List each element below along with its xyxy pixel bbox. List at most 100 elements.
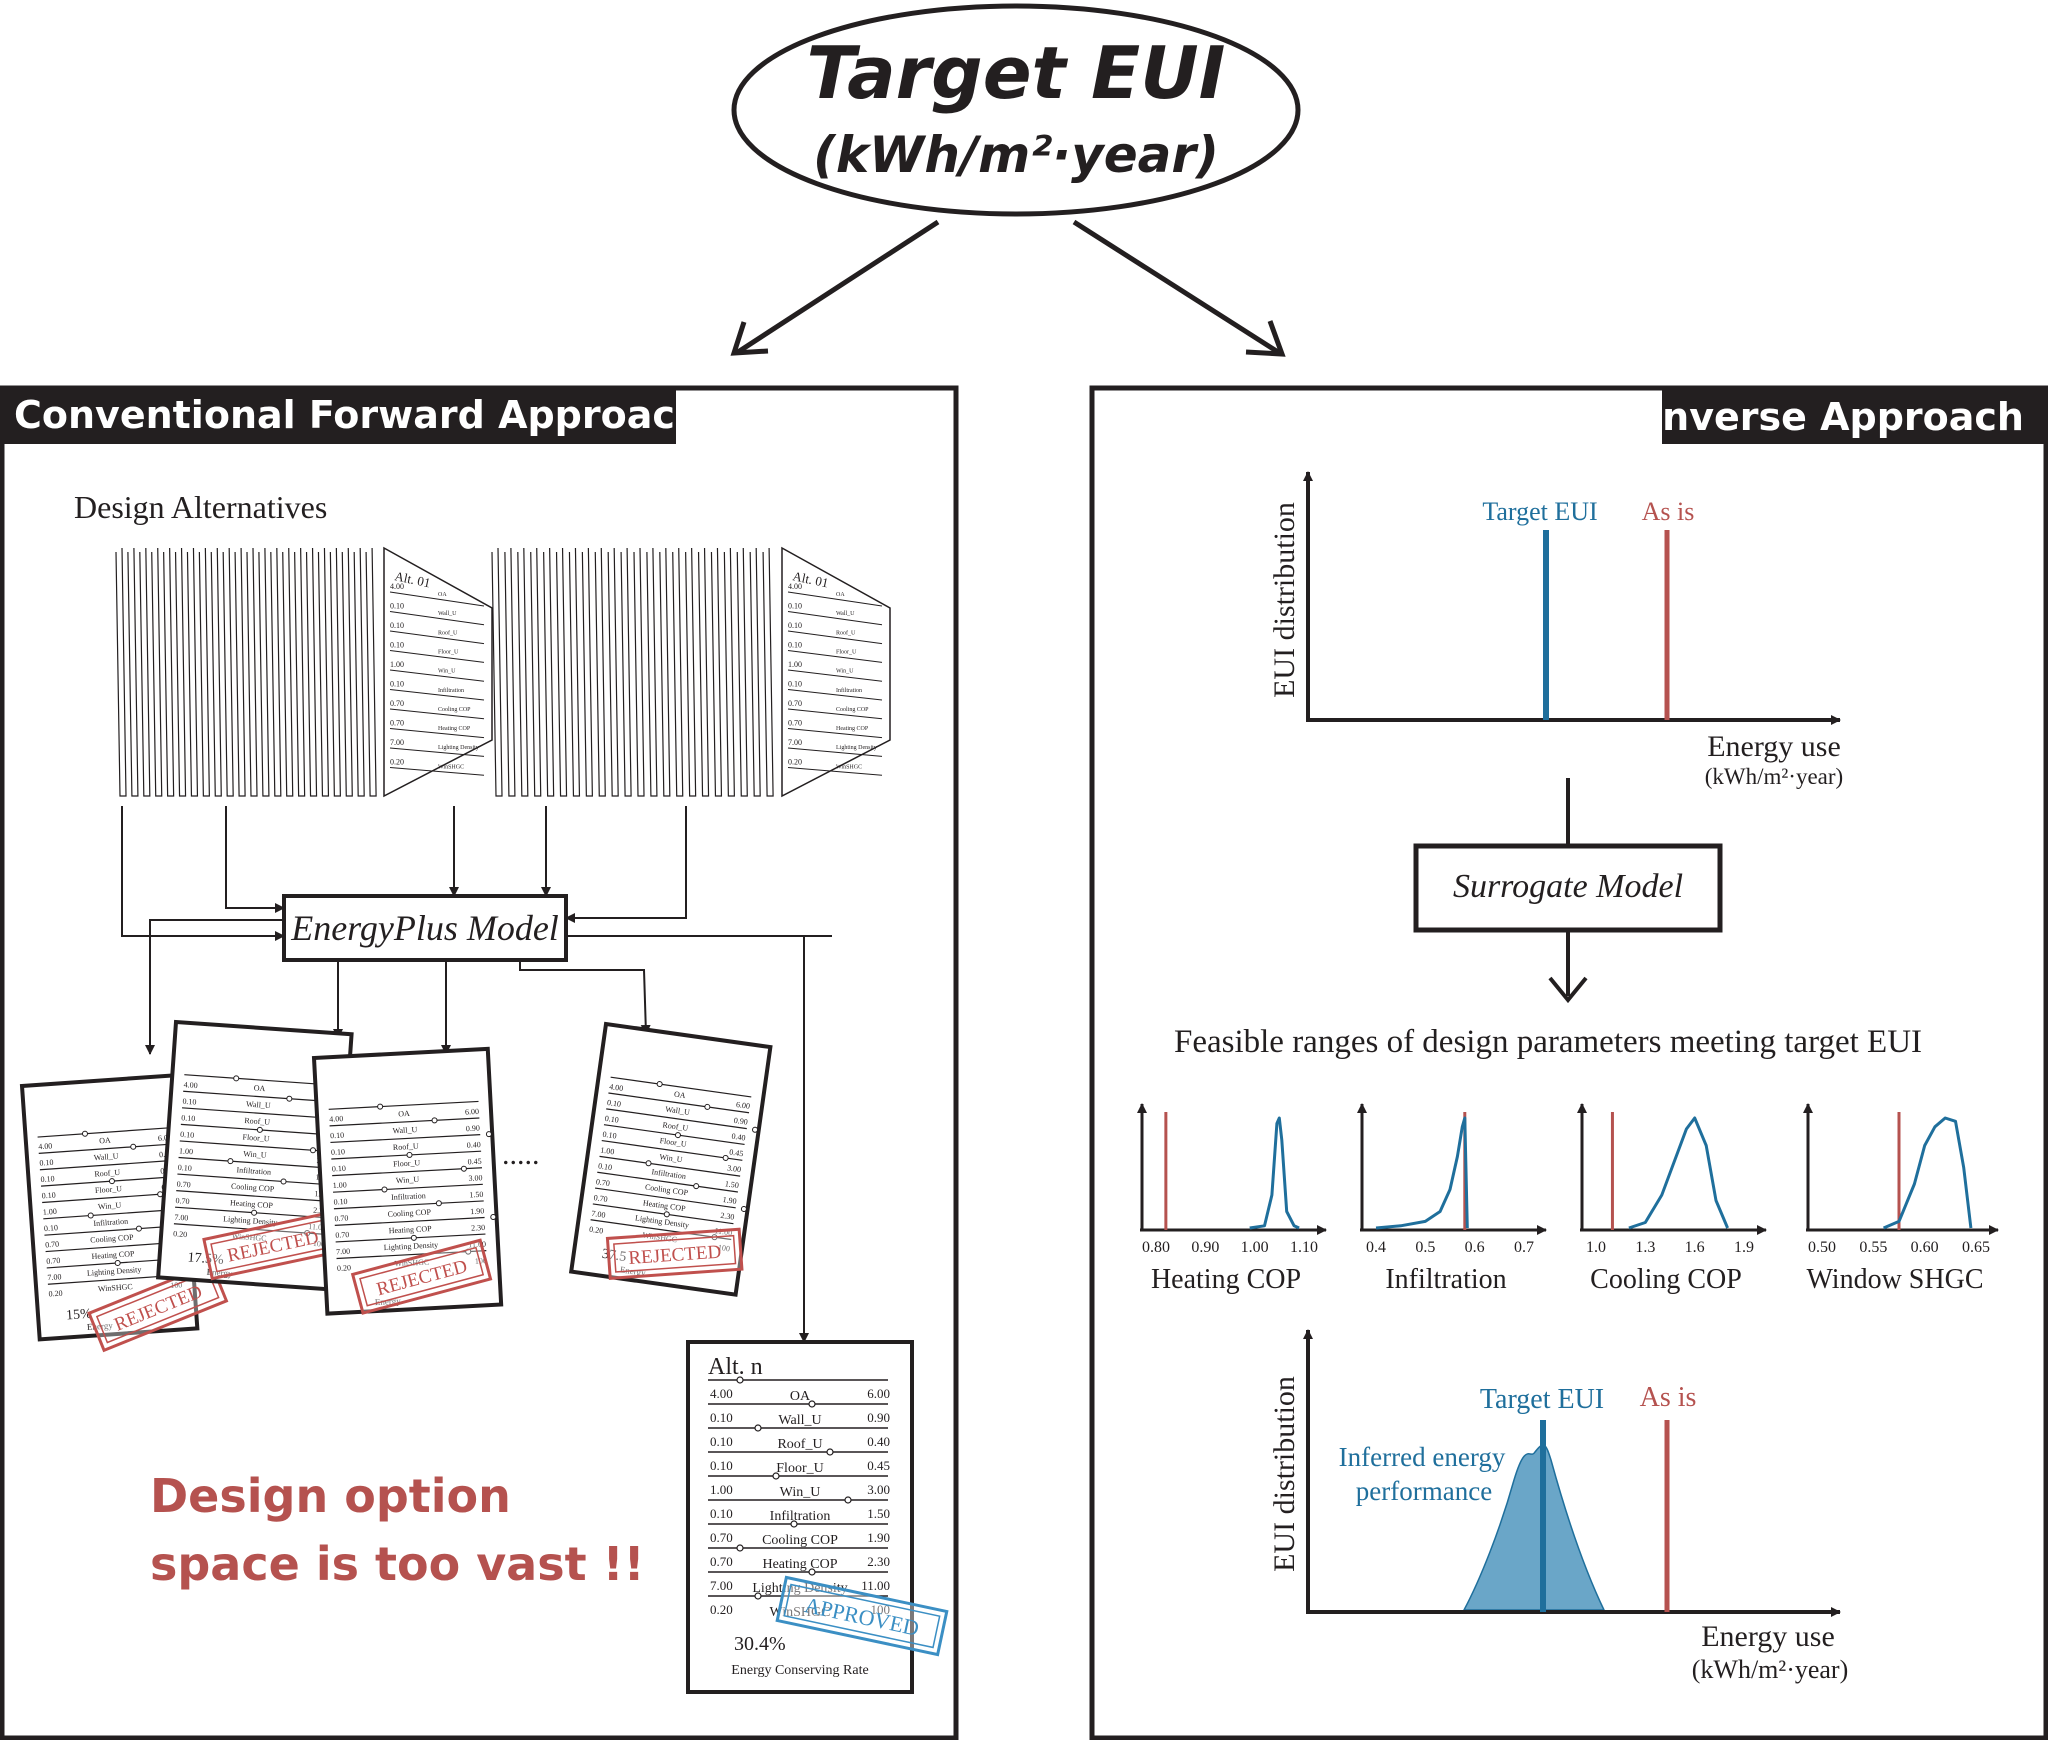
stack-row-label: WinSHGC [438,764,464,770]
card-row-min: 7.00 [174,1213,189,1223]
card-row-label: Wall_U [246,1099,271,1110]
top-chart-xlabel: Energy use [1707,730,1841,763]
stack-sheet [210,547,222,797]
alt-n-row-max: 2.30 [867,1554,890,1569]
card-row-label: OA [99,1136,111,1146]
bottom-chart-target-label: Target EUI [1480,1384,1604,1415]
alt-n-row-slider [754,1592,762,1600]
stack-sheet [329,547,341,797]
alt-n-row-min: 0.10 [710,1434,733,1449]
card-row-label: WinSHGC [98,1282,133,1293]
card-row-max: 0.90 [466,1123,480,1133]
card-row-min: 0.10 [41,1190,56,1200]
tick-label: 0.55 [1859,1239,1887,1256]
forward-panel-header-bg [2,388,676,444]
arrow-to-inverse [1072,219,1280,355]
title-node: Target EUI (kWh/m²·year) [731,3,1301,217]
bottom-chart-xlabel: Energy use [1701,1620,1835,1653]
card-row-max: 0.40 [731,1132,746,1143]
stack-sheet [294,547,306,797]
card-row-min: 0.10 [180,1130,195,1140]
stack-row-min: 0.70 [390,699,404,708]
stack-sheet [594,547,606,797]
stack-sheet [317,547,330,797]
alt-n-row-max: 0.90 [867,1410,890,1425]
tick-label: 0.80 [1142,1239,1170,1256]
distribution-curve [1375,1116,1469,1230]
stack-front-card-label: Alt. 01 [791,568,829,590]
tick-label: 0.60 [1911,1239,1939,1256]
alt-n-row-slider [844,1496,852,1504]
stack-sheet [258,547,270,797]
top-chart-ylabel: EUI distribution [1268,502,1301,698]
stack-row-label: Lighting Density [438,745,479,751]
alt-n-row-label: Win_U [780,1485,821,1500]
distribution-curve [1249,1116,1300,1230]
stack-sheet [517,547,529,797]
chart-title: Heating COP [1151,1264,1301,1295]
card-row-label: WinSHGC [394,1257,429,1268]
card-row-max: 3.00 [468,1173,482,1183]
card-row-label: Win_U [659,1152,683,1164]
stack-front-card-b: Alt. 014.00OA0.10Wall_U0.10Roof_U0.10Flo… [781,546,891,798]
stack-row-min: 4.00 [390,582,404,591]
energyplus-model-box [282,894,568,962]
card-row-label: Roof_U [244,1116,271,1127]
stack-sheet [127,547,139,797]
card-row-min: 0.10 [331,1147,345,1157]
tick-label: 0.50 [1808,1239,1836,1256]
inverse-panel-header-bg [1662,388,2046,444]
alt-n-row-max: 1.90 [867,1530,890,1545]
alt-n-row-slider [808,1400,816,1408]
stack-row-label: OA [438,592,447,598]
stack-sheet [659,547,671,797]
stack-row-label: Heating COP [438,726,471,732]
card-row-min: 0.70 [46,1256,61,1266]
forward-approach-panel: Conventional Forward Approach Design Alt… [0,385,959,1740]
stack-row-label: Roof_U [836,629,856,636]
alt-n-row-max: 1.50 [867,1506,890,1521]
stack-row-min: 0.10 [390,641,404,650]
card-row-min: 0.10 [332,1164,346,1174]
card-row-min: 1.00 [600,1145,615,1156]
alt-n-percent: 30.4% [734,1633,786,1655]
card-row-label: Cooling COP [231,1182,275,1194]
card-row-min: 0.20 [48,1289,63,1299]
stack-row-label: Cooling COP [836,707,869,713]
stack-row-label: Heating COP [836,726,869,732]
card-row-max: 6.00 [158,1133,173,1143]
card-row-max: 1.50 [469,1190,483,1200]
alt-n-row-min: 7.00 [710,1578,733,1593]
stack-sheet [581,547,593,797]
card-row-label: Win_U [98,1201,122,1212]
stack-row-min: 0.10 [390,602,404,611]
card-row-label: Cooling COP [90,1233,134,1245]
card-row-label: Win_U [396,1175,420,1185]
card-row-min: 0.70 [175,1196,190,1206]
card-row-label: Wall_U [94,1151,119,1162]
stack-row-label: WinSHGC [836,764,862,770]
card-row-max: 11.00 [714,1226,733,1237]
alt-n-row-label: Cooling COP [762,1533,838,1548]
alt-n-row-min: 1.00 [710,1482,733,1497]
card-row-max: 2.30 [471,1223,485,1233]
alt-n-row-label: Wall_U [778,1413,821,1428]
stack-sheet [697,547,710,797]
stack-sheet [491,547,503,797]
arrowhead-to-inverse [1245,320,1286,357]
stack-sheet [633,547,645,797]
card-row-min: 0.20 [589,1225,604,1236]
card-row-max: 1.90 [722,1195,737,1206]
stack-row-min: 4.00 [788,582,802,591]
card-row-min: 0.10 [178,1163,193,1173]
stack-sheet [186,547,199,797]
stack-to-model-connectors [121,806,832,1343]
tick-label: 0.5 [1415,1239,1435,1256]
card-row-label: Lighting Density [384,1240,439,1252]
alt-n-row-min: 4.00 [710,1386,733,1401]
card-row-min: 1.00 [332,1180,346,1190]
stack-row-min: 0.10 [788,602,802,611]
